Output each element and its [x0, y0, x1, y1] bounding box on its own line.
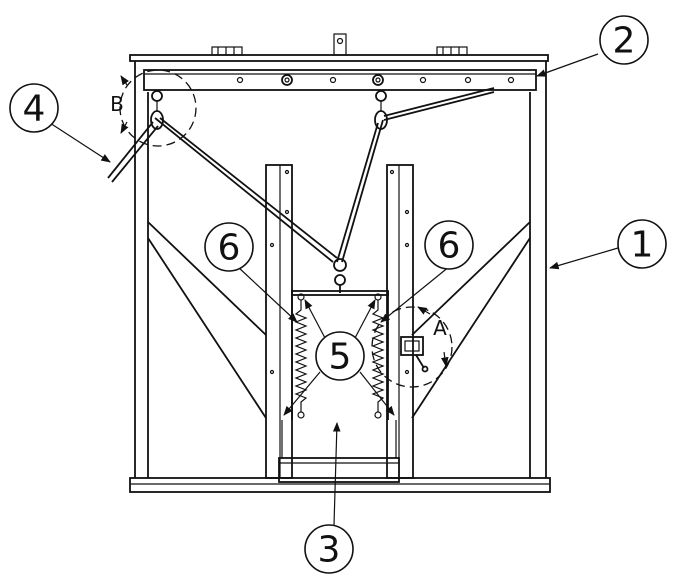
callout-3-label: 3	[318, 530, 341, 571]
callout-4-label: 4	[23, 89, 46, 130]
callout-5-label: 5	[329, 337, 352, 378]
callout-5: 5	[315, 331, 365, 381]
detail-b-label: B	[110, 92, 124, 116]
callout-6-left-label: 6	[218, 228, 241, 269]
callout-1: 1	[617, 219, 667, 269]
callout-6-left: 6	[204, 222, 254, 272]
callout-4: 4	[9, 83, 59, 133]
guide-channels	[265, 164, 414, 479]
callout-2: 2	[599, 15, 649, 65]
callout-1-label: 1	[631, 225, 654, 266]
detail-circles	[119, 69, 453, 388]
hopper-braces	[147, 221, 531, 419]
cable-rigging	[107, 87, 495, 293]
latch-mechanism	[400, 336, 429, 373]
top-cross-bar	[143, 69, 537, 91]
outer-frame	[129, 33, 551, 493]
callout-3: 3	[304, 524, 354, 574]
callout-6-right: 6	[424, 220, 474, 270]
gate	[278, 290, 400, 483]
leader-lines	[49, 53, 619, 526]
right-spring	[371, 293, 385, 419]
callout-2-label: 2	[613, 21, 636, 62]
callout-6-right-label: 6	[438, 226, 461, 267]
detail-a-label: A	[433, 316, 447, 340]
left-spring	[294, 293, 308, 419]
